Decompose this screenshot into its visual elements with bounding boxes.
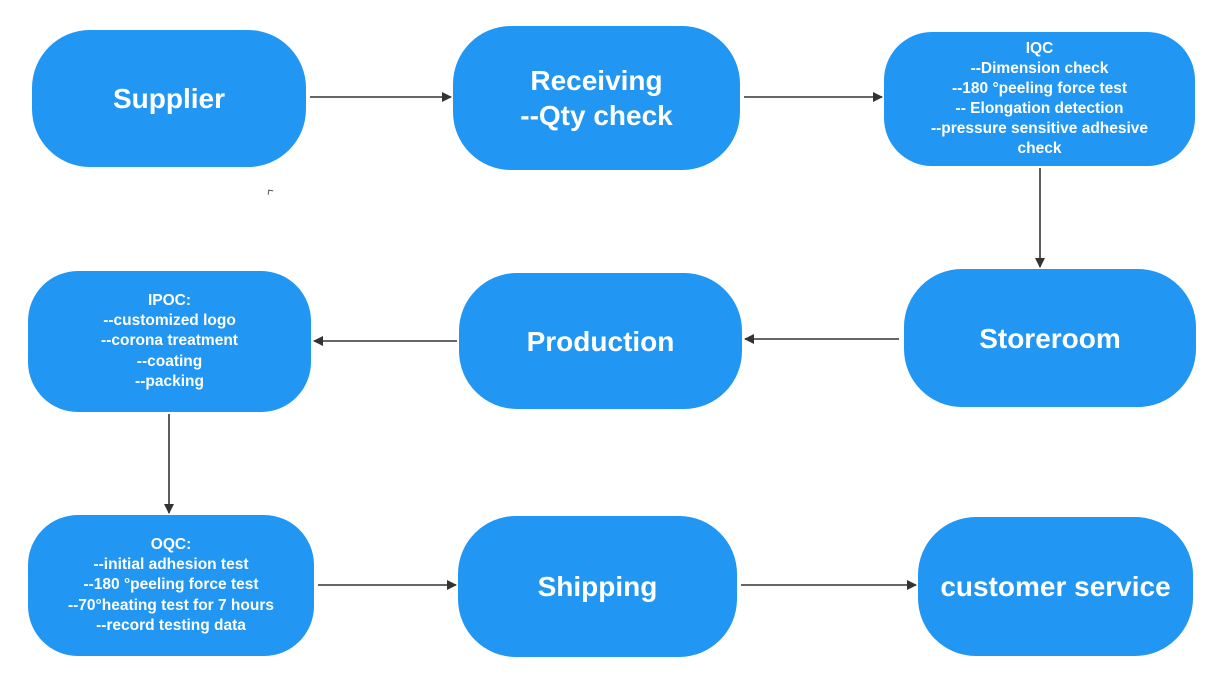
shipping-node: Shipping — [458, 516, 737, 657]
receiving-label: Receiving — [530, 65, 663, 96]
iqc-title: IQC — [1025, 39, 1054, 57]
customer-service-label: customer service — [940, 571, 1171, 602]
production-node: Production — [459, 273, 742, 409]
iqc-step: --180 °peeling force test — [951, 79, 1128, 97]
oqc-step: --record testing data — [96, 616, 246, 634]
ipoc-title: IPOC: — [147, 292, 192, 310]
ipoc-step: --coating — [136, 352, 203, 370]
iqc-step: --pressure sensitive adhesive — [930, 120, 1149, 138]
supplier-node: Supplier — [32, 30, 306, 167]
customer-service-node: customer service — [918, 517, 1193, 656]
ipoc-step: --packing — [135, 372, 204, 390]
shipping-label: Shipping — [537, 571, 658, 602]
receiving-qty-check: --Qty check — [520, 100, 673, 131]
oqc-step: --initial adhesion test — [93, 556, 249, 574]
supplier-label: Supplier — [112, 83, 225, 114]
oqc-node: OQC: --initial adhesion test --180 °peel… — [28, 515, 314, 656]
ipoc-step: --customized logo — [103, 312, 236, 330]
production-label: Production — [526, 325, 675, 357]
storeroom-label: Storeroom — [979, 322, 1121, 354]
oqc-step: --70°heating test for 7 hours — [67, 596, 274, 614]
iqc-step: --Dimension check — [970, 59, 1109, 77]
receiving-node: Receiving --Qty check — [453, 26, 740, 170]
storeroom-node: Storeroom — [904, 269, 1196, 407]
ipoc-step: --corona treatment — [101, 332, 238, 350]
oqc-step: --180 °peeling force test — [83, 576, 259, 594]
iqc-step: check — [1017, 140, 1062, 158]
ipoc-node: IPOC: --customized logo --corona treatme… — [28, 271, 311, 412]
iqc-step: -- Elongation detection — [955, 100, 1124, 117]
stray-mark — [267, 189, 274, 196]
oqc-title: OQC: — [150, 536, 192, 554]
iqc-node: IQC --Dimension check --180 °peeling for… — [884, 32, 1195, 166]
